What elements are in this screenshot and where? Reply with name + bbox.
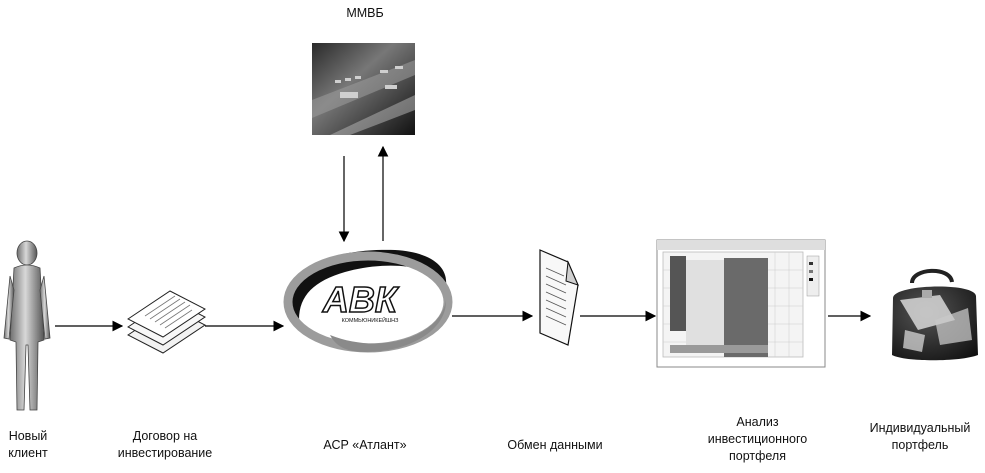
person-icon (3, 240, 51, 411)
analysis-screenshot (656, 239, 826, 368)
node-label-client: Новый клиент (8, 429, 48, 460)
flow-arrows (55, 145, 872, 332)
node-label-portfolio: Индивидуальный портфель (869, 421, 971, 452)
avk-logo: АВК КОММЬЮНИКЕЙШНЗ (283, 249, 453, 353)
mmvb-photo (312, 43, 415, 135)
document-icon (539, 249, 579, 346)
portfolio-bag-icon (892, 268, 978, 361)
node-label-contract: Договор на инвестирование (117, 429, 213, 460)
document-stack-icon (127, 290, 206, 354)
node-label-exchange: Обмен данными (507, 438, 603, 452)
logo-main-text: АВК (322, 279, 400, 320)
node-label-analysis: Анализ инвестиционного портфеля (707, 415, 808, 463)
node-label-asr: АСР «Атлант» (323, 438, 407, 452)
logo-sub-text: КОММЬЮНИКЕЙШНЗ (342, 316, 400, 324)
mmvb-label: ММВБ (346, 6, 384, 20)
